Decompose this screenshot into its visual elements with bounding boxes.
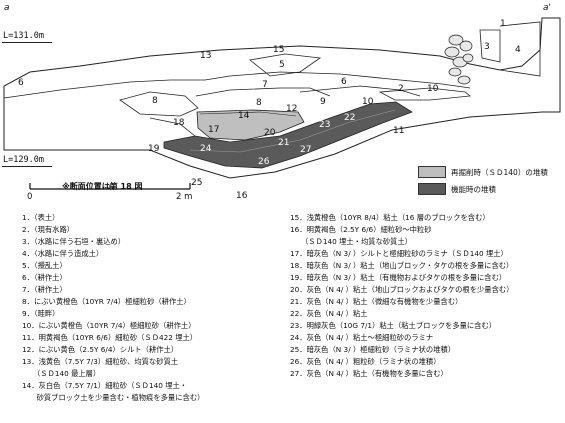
scale-zero-label: 0	[27, 192, 33, 202]
section-figure: a a' L=131.0m L=129.0m 1 2 3 4 5 6 6 7 8…	[0, 0, 565, 210]
section-end-label: a'	[543, 3, 551, 13]
layer-label: 3	[484, 42, 490, 52]
layer-label: 17	[208, 125, 220, 135]
layer-label: 10	[362, 97, 374, 107]
layer-description: 5．（攪乱土）	[22, 261, 67, 270]
layer-label: 27	[300, 145, 312, 155]
layer-description: 22．灰色（N 4/ ）粘土	[290, 309, 368, 318]
layer-label: 6	[18, 78, 24, 88]
layer-description: 16．明黄褐色（2.5Y 6/6）細粒砂～中粒砂	[290, 225, 432, 234]
layer-label: 10	[427, 84, 439, 94]
layer-label: 12	[286, 104, 298, 114]
layer-description: 8．にぶい黄橙色（10YR 7/4）極細粒砂（耕作土）	[22, 297, 191, 306]
layer-description: 1．（表土）	[22, 213, 60, 222]
layer-description: 18．暗灰色（N 3/ ）粘土（地山ブロック・タケの根を多量に含む）	[290, 261, 514, 270]
layer-description: 24．灰色（N 4/ ）粘土～極細粒砂のラミナ	[290, 333, 434, 342]
legend-swatch	[418, 166, 446, 178]
layer-label: 15	[273, 45, 285, 55]
layer-description: 14．灰白色（7.5Y 7/1）細粒砂（ＳＤ140 埋土・	[22, 381, 188, 390]
legend-swatch	[418, 183, 446, 195]
layer-label: 25	[191, 178, 203, 188]
layer-description: 6．（耕作土）	[22, 273, 67, 282]
layer-label: 14	[238, 111, 250, 121]
elevation-bottom-label: L=129.0m	[3, 155, 44, 165]
layer-description: 27．灰色（N 4/ ）粘土（有機物を多量に含む）	[290, 369, 448, 378]
layer-description: 7．（耕作土）	[22, 285, 67, 294]
layer-description: 21．灰色（N 4/ ）粘土（微細な有機物を少量含む）	[290, 297, 463, 306]
layer-label: 11	[393, 126, 405, 136]
elevation-tick-top	[2, 42, 52, 43]
layer-description: 10．にぶい黄橙色（10YR 7/4）極細粒砂（耕作土）	[22, 321, 196, 330]
layer-description: 砂質ブロック土を少量含む・植物痕を多量に含む）	[22, 393, 205, 402]
legend-item-functioning: 機能時の堆積	[418, 183, 496, 195]
layer-description: 12．にぶい黄色（2.5Y 6/4）シルト（耕作土）	[22, 345, 179, 354]
layer-description: 20．灰色（N 4/ ）粘土（地山ブロックおよびタケの根を少量含む）	[290, 285, 514, 294]
layer-description: 11．明黄褐色（10YR 6/6）細粒砂（ＳＤ422 埋土）	[22, 333, 198, 342]
elevation-top-label: L=131.0m	[3, 31, 44, 41]
layer-label: 13	[200, 51, 212, 61]
layer-list-left: 1．（表土） 2．（現有水路） 3．（水路に伴う石垣・裏込め） 4．（水路に伴う…	[22, 212, 204, 404]
layer-description: 2．（現有水路）	[22, 225, 75, 234]
section-location-note: ※断面位置は第 18 図	[62, 182, 143, 191]
layer-label: 26	[258, 157, 270, 167]
layer-description: 9．（畦畔）	[22, 309, 60, 318]
layer-label: 8	[256, 98, 262, 108]
layer-label: 2	[398, 84, 404, 94]
layer-description: 23．明緑灰色（10G 7/1）粘土（粘土ブロックを多量に含む）	[290, 321, 497, 330]
stone-wall	[444, 34, 474, 85]
layer-label: 6	[341, 77, 347, 87]
legend-label: 機能時の堆積	[451, 184, 496, 194]
layer-label: 4	[515, 45, 521, 55]
layer-label: 18	[173, 118, 185, 128]
layer-description: 13．浅黄色（7.5Y 7/3）細粒砂、均質な砂質土	[22, 357, 179, 366]
elevation-tick-bottom	[2, 166, 52, 167]
excavation-outline	[3, 17, 561, 179]
layer-description: 17．暗灰色（N 3/ ）シルトと極細粒砂のラミナ（ＳＤ140 埋土）	[290, 249, 508, 258]
layer-label: 5	[279, 60, 285, 70]
section-drawing	[3, 17, 561, 190]
layer-label: 1	[500, 19, 506, 29]
layer-description: 26．灰色（N 4/ ）粗粒砂（ラミナ状の堆積）	[290, 357, 441, 366]
layer-label: 16	[236, 191, 248, 201]
layer-description: 4．（水路に伴う造成土）	[22, 249, 104, 258]
layer-description: 25．暗灰色（N 3/ ）極細粒砂（ラミナ状の堆積）	[290, 345, 456, 354]
legend-label: 再掘削時（ＳＤ140）の堆積	[451, 167, 548, 177]
legend-item-redeposit: 再掘削時（ＳＤ140）の堆積	[418, 166, 548, 178]
layer-label: 8	[152, 96, 158, 106]
layer-description: 3．（水路に伴う石垣・裏込め）	[22, 237, 126, 246]
layer-list-right: 15．浅黄橙色（10YR 8/4）粘土（16 層のブロックを含む） 16．明黄褐…	[290, 212, 514, 380]
scale-bar	[29, 183, 191, 190]
sd140-redeposit	[196, 109, 305, 141]
layer-label: 21	[278, 138, 290, 148]
section-start-label: a	[4, 3, 10, 13]
layer-label: 24	[200, 144, 212, 154]
layer-label: 23	[319, 120, 331, 130]
layer-description: （ＳＤ140 最上層）	[22, 369, 101, 378]
layer-label: 19	[148, 144, 160, 154]
scale-two-label: 2 m	[176, 192, 193, 202]
layer-label: 20	[264, 128, 276, 138]
layer-label: 9	[320, 97, 326, 107]
layer-label: 22	[344, 113, 356, 123]
layer-description: 19．暗灰色（N 3/ ）粘土（有機物およびタケの根を多量に含む）	[290, 273, 507, 282]
layer-description: （ＳＤ140 埋土・均質な砂質土）	[290, 237, 413, 246]
layer-description: 15．浅黄橙色（10YR 8/4）粘土（16 層のブロックを含む）	[290, 213, 490, 222]
layer-label: 7	[262, 80, 268, 90]
